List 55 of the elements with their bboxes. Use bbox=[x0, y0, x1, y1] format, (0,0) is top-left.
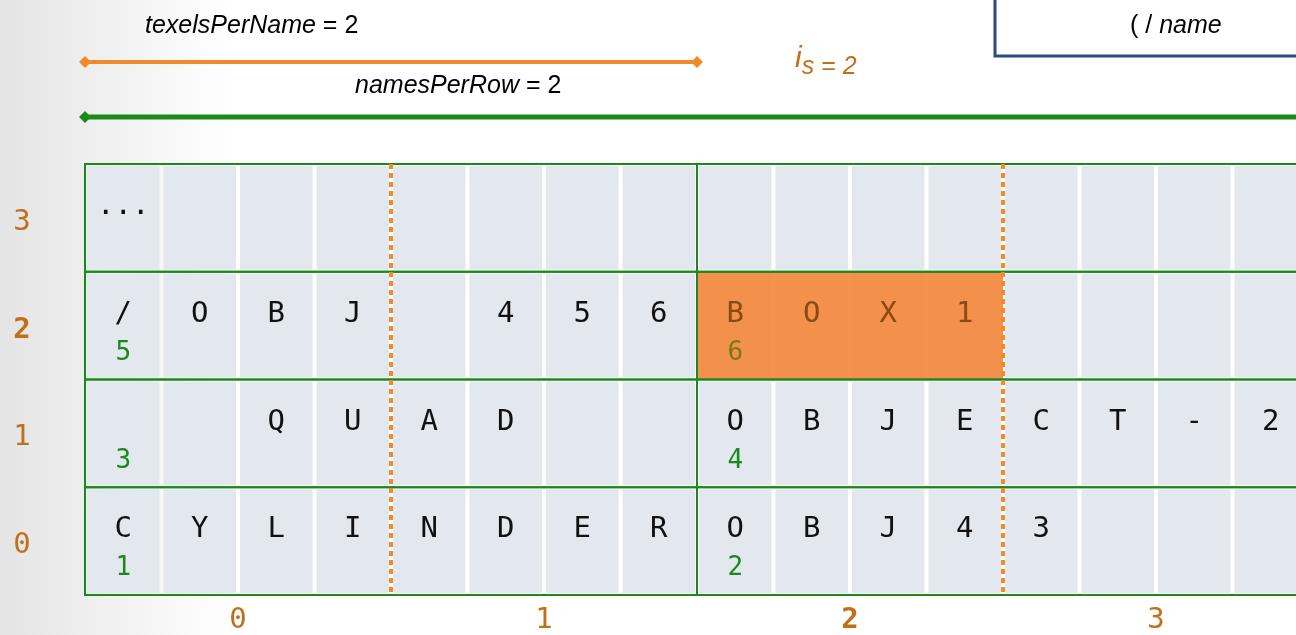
texel-character: O bbox=[726, 513, 744, 543]
texel-character: 5 bbox=[573, 297, 591, 327]
parameter-label: texelsPerName = 2 bbox=[145, 12, 359, 37]
texel-character: A bbox=[420, 405, 438, 435]
texel-character: Q bbox=[267, 405, 285, 435]
name-index: 6 bbox=[727, 337, 744, 364]
texel-character: 6 bbox=[650, 297, 668, 327]
texel-character: B bbox=[803, 513, 821, 543]
texel-character: - bbox=[1185, 405, 1203, 435]
name-index: 3 bbox=[115, 445, 132, 472]
column-index: 0 bbox=[229, 604, 247, 633]
texel-character: L bbox=[267, 513, 285, 543]
texel-character: C bbox=[1032, 405, 1050, 435]
texel-character: J bbox=[344, 297, 362, 327]
row-index: 1 bbox=[13, 421, 31, 451]
texel-character: ... bbox=[97, 190, 150, 219]
texel-character: 4 bbox=[956, 513, 974, 543]
texel-character: B bbox=[726, 297, 744, 327]
texel-character: J bbox=[879, 513, 897, 543]
name-index: 4 bbox=[727, 445, 744, 472]
texel-character: O bbox=[726, 405, 744, 435]
texel-character: I bbox=[344, 513, 362, 543]
texel-character: J bbox=[879, 405, 897, 435]
column-index: 3 bbox=[1147, 604, 1165, 633]
formula-text: ( / name bbox=[1130, 12, 1222, 37]
name-index: 2 bbox=[727, 553, 744, 580]
texel-character: C bbox=[114, 513, 132, 543]
texel-character: R bbox=[650, 513, 668, 543]
texel-character: D bbox=[497, 405, 515, 435]
texel-character: O bbox=[191, 297, 209, 327]
name-index: 5 bbox=[115, 337, 132, 364]
row-index: 2 bbox=[13, 313, 31, 343]
texel-character: Y bbox=[191, 513, 209, 543]
texel-character: 1 bbox=[956, 297, 974, 327]
column-index: 2 bbox=[841, 604, 859, 633]
texel-character: 4 bbox=[497, 297, 515, 327]
texel-character: B bbox=[267, 297, 285, 327]
texel-character: 2 bbox=[1262, 405, 1280, 435]
name-index: 1 bbox=[115, 553, 132, 580]
texel-character: O bbox=[803, 297, 821, 327]
texel-character: B bbox=[803, 405, 821, 435]
texel-character: E bbox=[956, 405, 974, 435]
column-index: 1 bbox=[535, 604, 553, 633]
index-label: i$_{s = 2}$ bbox=[795, 42, 857, 78]
texel-character: N bbox=[420, 513, 438, 543]
texel-character: U bbox=[344, 405, 362, 435]
texel-character: T bbox=[1109, 405, 1127, 435]
row-index: 0 bbox=[13, 529, 31, 559]
texel-character: E bbox=[573, 513, 591, 543]
texel-character: / bbox=[114, 297, 132, 327]
texel-character: D bbox=[497, 513, 515, 543]
parameter-label: namesPerRow = 2 bbox=[355, 72, 562, 97]
texel-character: 3 bbox=[1032, 513, 1050, 543]
row-index: 3 bbox=[13, 205, 31, 235]
texel-character: X bbox=[879, 297, 897, 327]
